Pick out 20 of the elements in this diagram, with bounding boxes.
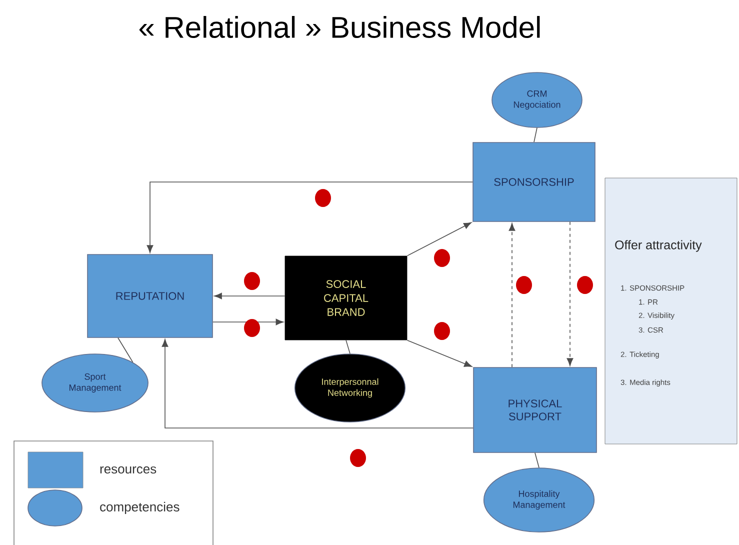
arrow (406, 222, 472, 256)
resource-box: SPONSORSHIP (472, 142, 596, 222)
arrow (146, 182, 473, 253)
panel-heading: Offer attractivity (615, 240, 702, 252)
arrow (406, 340, 472, 367)
connector-line (534, 128, 538, 142)
legend-label: competencies (100, 502, 180, 514)
dashed-arrow (566, 222, 574, 366)
connector-line (534, 452, 540, 468)
arrow (212, 318, 284, 326)
title: « Relational » Business Model (139, 16, 540, 38)
resource-box: REPUTATION (87, 254, 213, 338)
connector-line (346, 340, 350, 354)
resource-box: PHYSICAL SUPPORT (473, 367, 597, 453)
arrow (214, 292, 286, 300)
legend-label: resources (100, 466, 156, 474)
dashed-arrow (508, 223, 516, 368)
brand-box: SOCIAL CAPITAL BRAND (284, 256, 408, 340)
arrow (162, 339, 474, 428)
connector-line (118, 338, 134, 363)
